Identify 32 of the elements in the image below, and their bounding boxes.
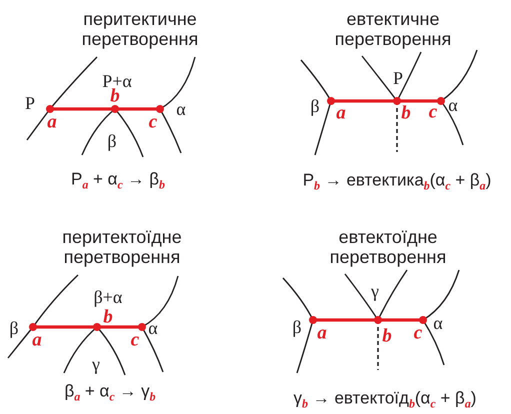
reaction-equation: γ$_{b}$ → евтектоїд$_{b}$(α$_{c}$ + β$_{a}$) <box>294 389 476 411</box>
phase-label: α <box>148 319 158 339</box>
reaction-equation: β$_{a}$ + α$_{c}$ → γ$_{b}$ <box>64 382 156 404</box>
phase-label: α <box>176 100 186 120</box>
point-label: c <box>414 324 422 344</box>
section-heading: перитектичне перетворення <box>80 10 200 50</box>
phase-label: γ <box>92 355 100 375</box>
point-label: a <box>336 104 346 124</box>
point-label: c <box>148 112 158 134</box>
section-heading: евтектоїдне перетворення <box>328 228 448 268</box>
phase-label: β <box>310 97 320 117</box>
phase-label: β <box>107 132 117 152</box>
phase-label: α <box>448 96 458 116</box>
point-label: b <box>103 308 113 328</box>
reaction-equation: P$_{b}$ → евтектика$_{b}$(α$_{c}$ + β$_{a}$) <box>302 171 492 193</box>
reaction-equation: P$_{a}$ + α$_{c}$ → β$_{b}$ <box>71 170 165 192</box>
phase-label: α <box>433 314 443 334</box>
phase-label: P <box>393 69 403 89</box>
section-heading: евтектичне перетворення <box>334 10 452 50</box>
phase-label: β <box>292 318 302 338</box>
phase-label: β <box>9 319 19 339</box>
point-label: c <box>130 330 140 352</box>
point-label: b <box>401 104 411 124</box>
section-heading: перитектоїдне перетворення <box>61 228 183 268</box>
point-label: a <box>47 112 57 134</box>
phase-label: γ <box>371 282 379 302</box>
point-label: a <box>317 324 327 344</box>
point-label: a <box>32 330 42 352</box>
point-label: b <box>382 326 392 348</box>
point-label: c <box>428 102 438 124</box>
phase-label: P <box>25 94 35 114</box>
phase-label: β+α <box>94 288 122 308</box>
